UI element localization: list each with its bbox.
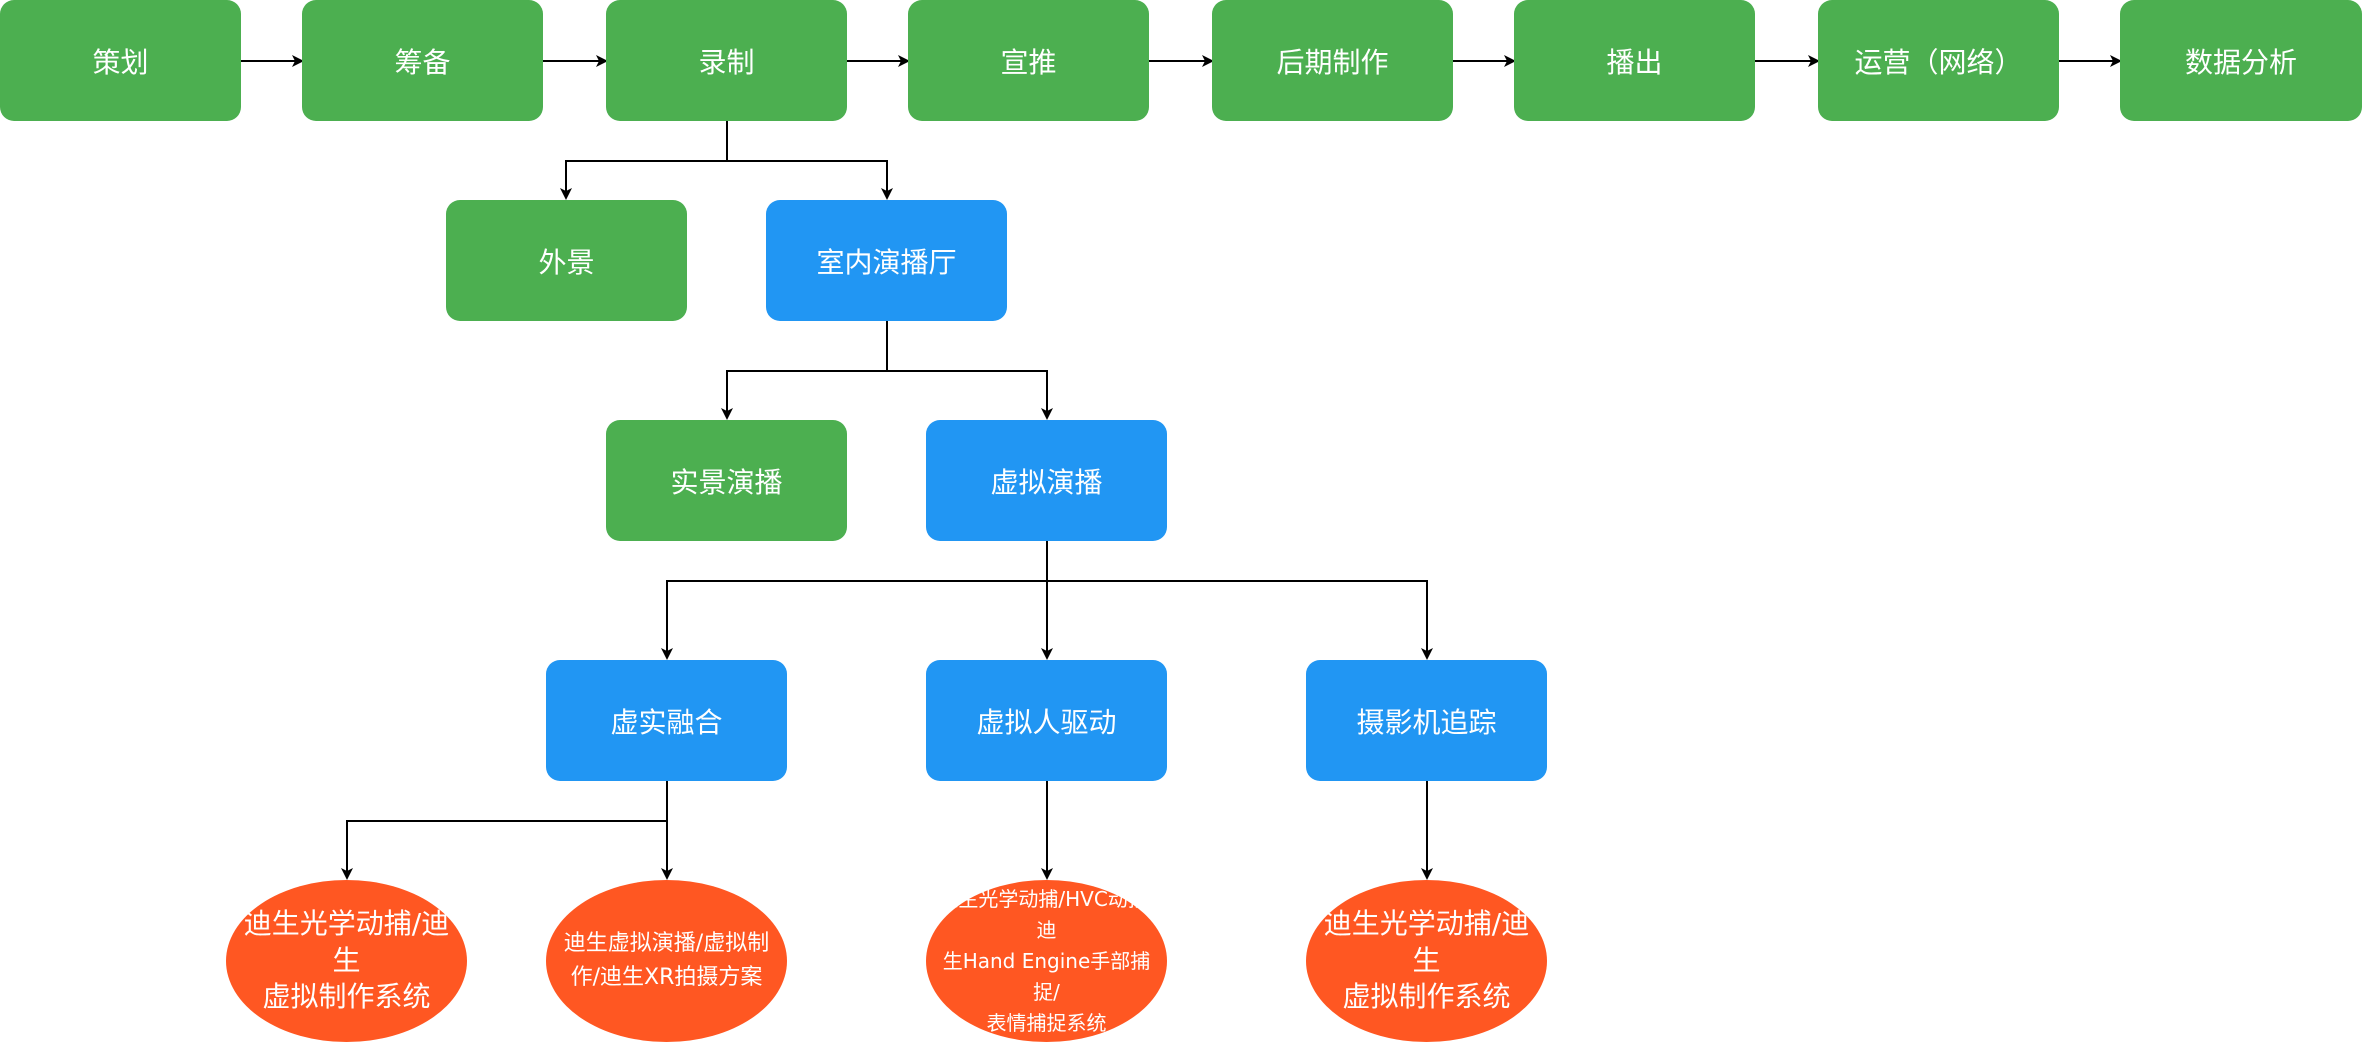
- step-operation-network: 运营（网络）: [1818, 0, 2059, 121]
- solution-avatar-capture: 迪生光学动捕/HVC动捕/迪 生Hand Engine手部捕捉/ 表情捕捉系统: [926, 880, 1167, 1042]
- step-data-analysis: 数据分析: [2120, 0, 2362, 121]
- solution-line: 迪生虚拟演播/虚拟制: [563, 930, 770, 956]
- step-broadcast: 播出: [1514, 0, 1755, 121]
- solution-virtual-studio-xr: 迪生虚拟演播/虚拟制 作/迪生XR拍摄方案: [546, 880, 787, 1042]
- step-post-production: 后期制作: [1212, 0, 1453, 121]
- arrow-indoor-real: [721, 321, 888, 420]
- solution-line: 虚拟制作系统: [262, 980, 431, 1014]
- node-virtual-studio: 虚拟演播: [926, 420, 1167, 541]
- arrow-mixed-optical: [341, 781, 668, 880]
- step-preparation: 筹备: [302, 0, 543, 121]
- solution-line: 迪生光学动捕/HVC动捕/迪: [938, 886, 1155, 942]
- solution-optical-mocap-virtual-production: 迪生光学动捕/迪生 虚拟制作系统: [226, 880, 467, 1042]
- solution-camera-tracking-system: 迪生光学动捕/迪生 虚拟制作系统: [1306, 880, 1547, 1042]
- arrow-virtual-mixed: [661, 541, 1048, 660]
- node-outdoor: 外景: [446, 200, 687, 321]
- step-planning: 策划: [0, 0, 241, 121]
- solution-line: 表情捕捉系统: [986, 1010, 1107, 1035]
- node-mixed-reality: 虚实融合: [546, 660, 787, 781]
- node-camera-tracking: 摄影机追踪: [1306, 660, 1547, 781]
- solution-line: 迪生光学动捕/迪生: [243, 906, 450, 977]
- node-indoor-studio: 室内演播厅: [766, 200, 1007, 321]
- arrow-recording-indoor: [727, 160, 893, 200]
- node-avatar-driving: 虚拟人驱动: [926, 660, 1167, 781]
- step-promotion: 宣推: [908, 0, 1149, 121]
- solution-line: 生Hand Engine手部捕捉/: [942, 948, 1151, 1004]
- solution-line: 作/迪生XR拍摄方案: [570, 965, 763, 990]
- solution-line: 虚拟制作系统: [1342, 980, 1511, 1014]
- solution-line: 迪生光学动捕/迪生: [1323, 906, 1530, 977]
- arrow-indoor-virtual: [887, 370, 1053, 420]
- arrow-virtual-camera: [1047, 580, 1433, 660]
- step-recording: 录制: [606, 0, 847, 121]
- node-real-scene-studio: 实景演播: [606, 420, 847, 541]
- arrow-recording-outdoor: [560, 121, 728, 200]
